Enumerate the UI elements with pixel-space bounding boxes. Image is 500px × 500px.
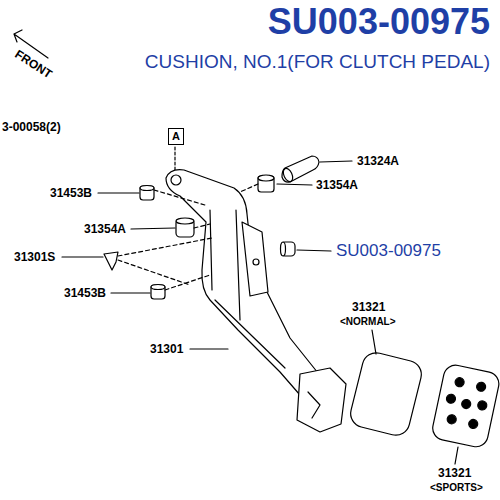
reference-letter: A [172, 130, 180, 143]
callout-number: 31453B [64, 286, 106, 300]
leader-line [372, 330, 376, 354]
part-number-title: SU003-00975 [268, 2, 490, 42]
leader-line [297, 250, 331, 251]
leader-line [277, 184, 312, 185]
assembly-line [118, 238, 212, 256]
leader-line [320, 161, 352, 162]
arm-edge [210, 210, 285, 368]
leader-line [190, 348, 228, 349]
callout-number: 31321 [352, 300, 385, 314]
cushion [281, 242, 295, 256]
leader-line [111, 292, 150, 293]
leader-line [455, 447, 458, 464]
clip [104, 252, 118, 270]
callout-number: 31301 [150, 342, 183, 356]
bushing-end [176, 218, 194, 224]
cushion-end [281, 242, 286, 256]
part-name: CUSHION, NO.1(FOR CLUTCH PEDAL) [145, 50, 490, 73]
callout-number: 31354A [84, 222, 126, 236]
flange-hole [253, 259, 259, 265]
pin-end [281, 167, 294, 183]
callout-number: 31354A [316, 178, 358, 192]
bushing-end [258, 175, 274, 181]
assembly-line [240, 184, 258, 192]
assembly-line [194, 224, 210, 228]
pedal-pad-normal [348, 350, 425, 438]
callout-number: 31324A [357, 154, 399, 168]
bushing-end [140, 186, 154, 191]
bushing [176, 219, 194, 237]
direction-label: FRONT [12, 47, 54, 81]
pivot-hole [171, 175, 181, 185]
callout-number: 31453B [50, 186, 92, 200]
reference-box: A [168, 128, 184, 145]
pivot-pin [282, 156, 319, 182]
variant-label: <NORMAL> [340, 315, 396, 329]
pedal-end-detail [308, 392, 320, 418]
assembly-line [118, 260, 190, 285]
flange-bracket [242, 222, 268, 296]
leader-line [131, 228, 175, 229]
callout-number: 3-00058(2) [2, 120, 61, 134]
variant-label: <SPORTS> [430, 481, 483, 495]
bushing [151, 285, 165, 299]
callout-number: SU003-00975 [336, 240, 441, 261]
bushing [140, 186, 154, 200]
bushing [258, 176, 274, 192]
leader-line [98, 192, 139, 193]
callout-number: 31321 [438, 466, 471, 480]
bushing-end [151, 285, 165, 290]
leader-line [62, 256, 103, 257]
pedal-end [297, 368, 346, 432]
pedal-pad-sports [431, 363, 500, 449]
assembly-line [165, 275, 210, 290]
pedal-arm [166, 170, 322, 395]
assembly-line [154, 190, 205, 205]
callout-number: 31301S [14, 250, 55, 264]
